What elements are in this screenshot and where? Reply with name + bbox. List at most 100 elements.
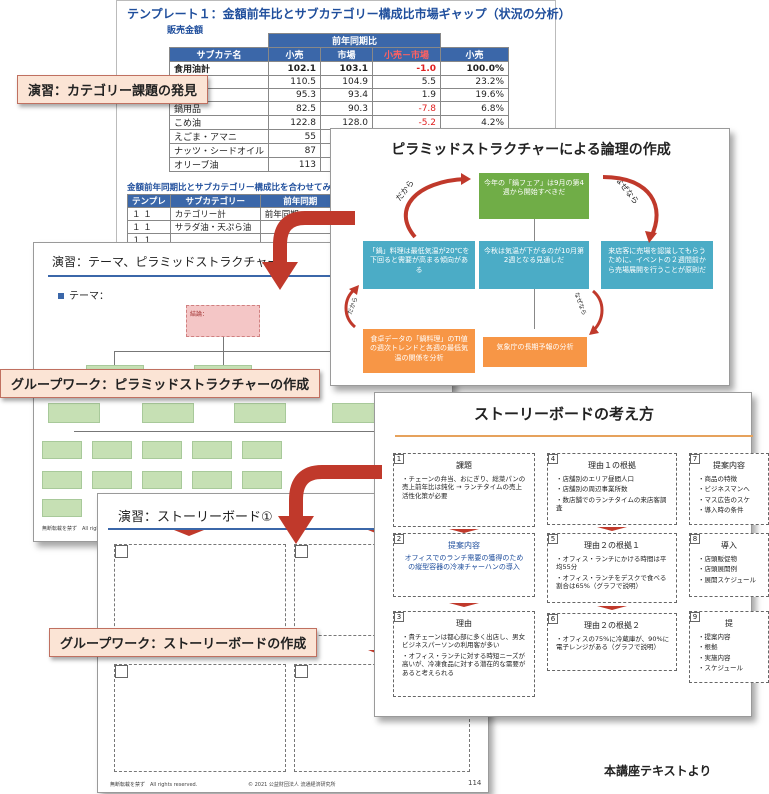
pyramid-box bbox=[92, 471, 132, 489]
box-number: 1 bbox=[394, 454, 404, 464]
slide5-footer: 無断転載を禁ず All rights reserved. bbox=[110, 782, 198, 788]
source-caption: 本講座テキストより bbox=[604, 764, 712, 778]
frame-number-box bbox=[295, 665, 308, 678]
down-arrow bbox=[449, 529, 479, 533]
box-number: 6 bbox=[548, 614, 558, 624]
pyramid-box bbox=[234, 403, 286, 423]
curved-arrow bbox=[591, 289, 604, 333]
box-heading: 提案内容 bbox=[713, 461, 745, 470]
story-box-3: 3 理由 貴チェーンは都心部に多く出店し、男女ビジネスパーソンの利用客が多い オ… bbox=[393, 611, 535, 697]
slide5-title: 演習：ストーリーボード① bbox=[118, 510, 273, 525]
arrowhead bbox=[645, 231, 657, 243]
frame-number-box bbox=[115, 545, 128, 558]
label-storyboard-groupwork: グループワーク：ストーリーボードの作成 bbox=[49, 628, 318, 657]
reason-right-node: 来店客に売場を認識してもらうために、イベントの２週間前から売場展開を行うことが原… bbox=[601, 241, 713, 289]
arrowhead bbox=[349, 285, 359, 295]
box-item: 導入時の条件 bbox=[698, 506, 762, 514]
story-box-7: 7 提案内容 商品の特徴 ビジネスマンへ マス広告のスケ 導入時の条件 bbox=[689, 453, 769, 525]
box-heading: 導入 bbox=[721, 541, 737, 550]
box-number: 3 bbox=[394, 612, 404, 622]
curved-arrow bbox=[344, 287, 357, 329]
big-arrowhead bbox=[278, 516, 314, 544]
down-arrow bbox=[174, 530, 204, 536]
pyramid-box bbox=[142, 403, 194, 423]
connector bbox=[223, 351, 224, 365]
box-number: 8 bbox=[690, 534, 700, 544]
arrowhead bbox=[589, 325, 599, 335]
box-number: 4 bbox=[548, 454, 558, 464]
storyboard-frame bbox=[114, 664, 286, 772]
col-header: サブカテゴリー bbox=[169, 194, 261, 208]
box-number: 7 bbox=[690, 454, 700, 464]
box-heading: 理由２の根拠２ bbox=[584, 621, 640, 630]
box-item: チェーンの弁当、おにぎり、総菜パンの売上前年比は鈍化 → ランチタイムの売上活性… bbox=[402, 475, 528, 500]
reason-left-node: 「鍋」料理は最低気温が20℃を下回ると需要が高まる傾向がある bbox=[363, 241, 475, 289]
down-arrow bbox=[597, 527, 627, 531]
box-heading: 理由１の根拠 bbox=[588, 461, 636, 470]
pyramid-box bbox=[42, 471, 82, 489]
box-number: 9 bbox=[690, 612, 700, 622]
col-header: サブカテ名 bbox=[168, 47, 270, 62]
connector bbox=[114, 351, 115, 365]
label-pyramid-groupwork: グループワーク：ピラミッドストラクチャーの作成 bbox=[0, 369, 321, 398]
pyramid-box bbox=[242, 441, 282, 459]
down-arrow bbox=[449, 603, 479, 607]
box-item: オフィス・ランチに対する時短ニーズが高いが、冷凍食品に対する潜在的な需要があると… bbox=[402, 652, 528, 677]
theme-bullet: テーマ： bbox=[58, 287, 109, 302]
frame-number-box bbox=[115, 665, 128, 678]
story-box-2: 2 提案内容 オフィスでのランチ需要の獲得のための縦型容器の冷凍チャーハンの導入 bbox=[393, 533, 535, 597]
box-item: 店頭販促物 bbox=[698, 555, 762, 563]
curved-arrow bbox=[403, 177, 467, 239]
story-box-1: 1 課題 チェーンの弁当、おにぎり、総菜パンの売上前年比は鈍化 → ランチタイム… bbox=[393, 453, 535, 527]
connector bbox=[74, 431, 414, 432]
box-item: 商品の特徴 bbox=[698, 475, 762, 483]
col-header: テンプレ bbox=[127, 194, 171, 208]
box-item: 店頭展開例 bbox=[698, 565, 762, 573]
connector bbox=[534, 219, 535, 241]
col-header: 小売 bbox=[440, 47, 510, 62]
big-arrow bbox=[273, 211, 355, 262]
evidence-center-node: 気象庁の長期予報の分析 bbox=[483, 337, 587, 367]
big-arrow bbox=[289, 465, 382, 516]
arrowhead bbox=[461, 173, 471, 185]
slide1-title: テンプレート１：金額前年比とサブカテゴリー構成比市場ギャップ（状況の分析） bbox=[127, 7, 571, 21]
connector bbox=[534, 289, 535, 329]
pyramid-box bbox=[192, 471, 232, 489]
box-heading: 理由２の根拠１ bbox=[584, 541, 640, 550]
box-text: オフィスでのランチ需要の獲得のための縦型容器の冷凍チャーハンの導入 bbox=[404, 554, 524, 572]
box-item: 店舗別のエリア昼間人口 bbox=[556, 475, 670, 483]
box-heading: 理由 bbox=[456, 619, 472, 628]
box-item: ビジネスマンへ bbox=[698, 485, 762, 493]
pyramid-box bbox=[192, 441, 232, 459]
box-item: 実施内容 bbox=[698, 654, 762, 662]
pyramid-box bbox=[242, 471, 282, 489]
box-item: オフィス・ランチにかける時間は平均55分 bbox=[556, 555, 670, 572]
box-number: 2 bbox=[394, 534, 404, 544]
slide2-title: ピラミッドストラクチャーによる論理の作成 bbox=[391, 142, 671, 158]
pyramid-box bbox=[42, 499, 82, 517]
storyboard-frame bbox=[114, 544, 286, 636]
box-item: 展開スケジュール bbox=[698, 576, 762, 584]
box-heading: 提 bbox=[725, 619, 733, 628]
connector bbox=[223, 337, 224, 351]
slide1-subtitle: 販売金額 bbox=[167, 26, 204, 36]
box-item: オフィス・ランチをデスクで食べる割合は65%（グラフで説明） bbox=[556, 574, 670, 591]
story-box-8: 8 導入 店頭販促物 店頭展開例 展開スケジュール bbox=[689, 533, 769, 597]
header-group: 前年同期比 bbox=[268, 33, 442, 48]
slide5-copyright: © 2021 公益財団法人 流通経済研究所 bbox=[248, 782, 336, 788]
conclusion-node: 今年の「鍋フェア」は9月の第4週から開始すべきだ bbox=[479, 173, 589, 219]
story-box-6: 6 理由２の根拠２ オフィスの75%に冷蔵庫が、90%に電子レンジがある（グラフ… bbox=[547, 613, 677, 671]
box-item: 貴チェーンは都心部に多く出店し、男女ビジネスパーソンの利用客が多い bbox=[402, 633, 528, 650]
slide4-title: ストーリーボードの考え方 bbox=[473, 405, 654, 423]
story-box-4: 4 理由１の根拠 店舗別のエリア昼間人口 店舗別の周辺事業所数 数店舗でのランチ… bbox=[547, 453, 677, 525]
conclusion-box: 結論： bbox=[186, 305, 260, 337]
pyramid-box bbox=[142, 471, 182, 489]
story-box-9: 9 提 提案内容 根拠 実施内容 スケジュール bbox=[689, 611, 769, 683]
slide3-title: 演習：テーマ、ピラミッドストラクチャー bbox=[52, 255, 280, 269]
pyramid-box bbox=[48, 403, 100, 423]
box-item: 数店舗でのランチタイムの来店客調査 bbox=[556, 496, 670, 513]
reason-center-node: 今秋は気温が下がるのが10月第2週となる見通しだ bbox=[479, 241, 589, 289]
